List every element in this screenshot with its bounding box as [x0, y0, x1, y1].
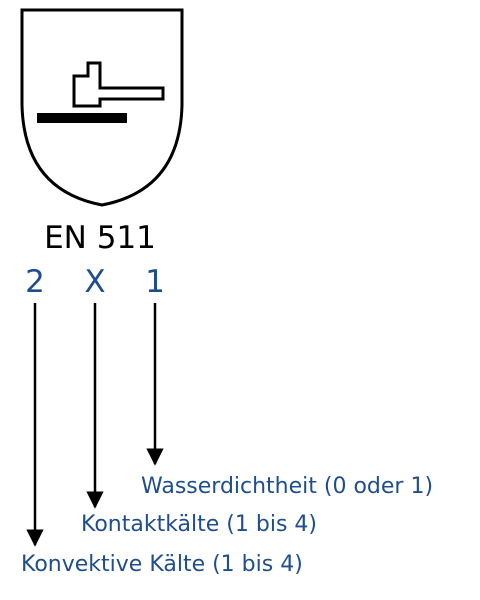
label-third: Wasserdichtheit (0 oder 1)	[141, 474, 433, 499]
anvil-bar	[37, 113, 127, 123]
shield-icon	[20, 8, 184, 207]
standard-title: EN 511	[44, 220, 156, 256]
code-digit-2: X	[84, 264, 105, 300]
code-digit-3: 1	[145, 264, 165, 300]
label-first: Konvektive Kälte (1 bis 4)	[21, 552, 303, 577]
code-digit-1: 2	[25, 264, 45, 300]
label-second: Kontaktkälte (1 bis 4)	[81, 512, 317, 537]
hammer-icon	[72, 61, 165, 108]
